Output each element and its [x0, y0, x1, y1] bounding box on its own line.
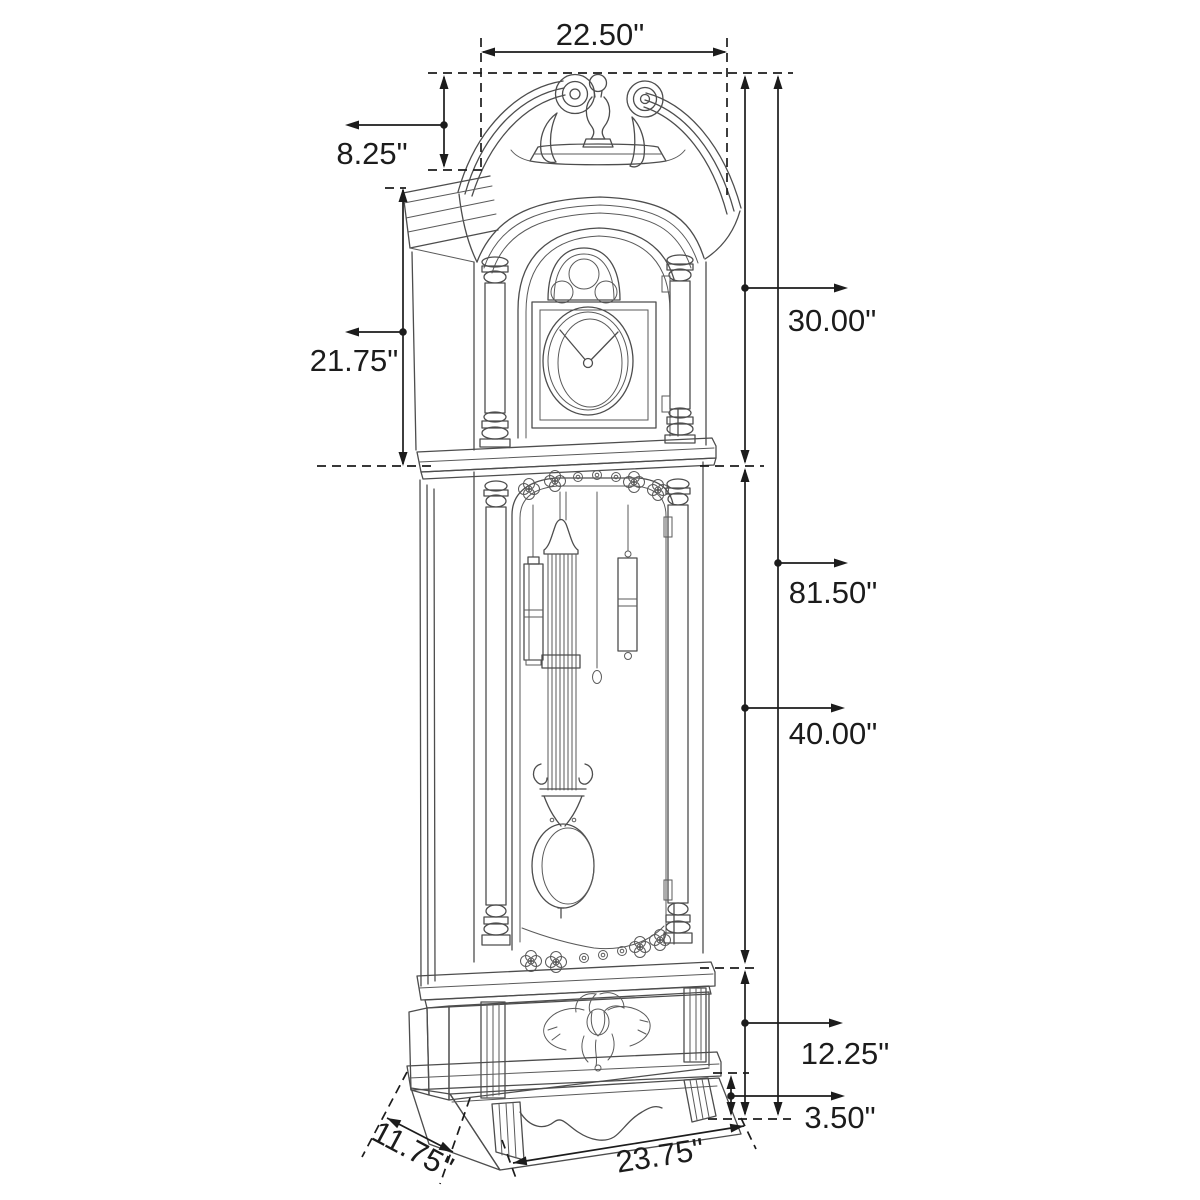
dim-base-depth: 11.75" [366, 1114, 459, 1185]
dim-plinth-height: 3.50" [726, 1075, 876, 1135]
carved-flower [543, 992, 651, 1072]
base-left-side [408, 1007, 430, 1096]
dim-label-base-height: 12.25" [801, 1036, 890, 1071]
plinth [406, 1051, 742, 1171]
dim-pediment-width: 22.50" [481, 17, 727, 57]
dim-upper-section-height: 30.00" [740, 75, 877, 464]
dim-label-crown-height: 8.25" [336, 136, 407, 171]
dim-overall-height: 81.50" [773, 75, 878, 1116]
moon-dial [547, 247, 621, 304]
plinth-left-post [491, 1101, 525, 1161]
dim-base-height: 12.25" [740, 970, 890, 1116]
right-scroll [626, 80, 742, 215]
dim-label-hood-height: 21.75" [310, 343, 399, 378]
dim-label-waist-height: 40.00" [789, 716, 878, 751]
hood-shelf [416, 437, 717, 480]
dim-label-overall-height: 81.50" [789, 575, 878, 610]
extension-lines [317, 38, 793, 1185]
apron-scallop [519, 1105, 663, 1141]
dim-label-base-width: 23.75" [613, 1131, 706, 1179]
hood-door-hinges [661, 275, 671, 413]
base [406, 961, 742, 1171]
bottom-rosettes [520, 929, 671, 973]
pediment-left-edge [458, 193, 478, 263]
hood-cornice [402, 175, 499, 263]
hood-left-column [479, 256, 511, 448]
waist [419, 461, 704, 987]
dim-waist-height: 40.00" [740, 468, 878, 964]
hood-door[interactable] [517, 227, 679, 439]
hour-hand [559, 329, 589, 364]
plinth-front [449, 1077, 742, 1171]
left-weight [523, 556, 544, 666]
waist-left-column [481, 480, 511, 946]
base-right-pilaster [683, 987, 707, 1063]
dim-label-pediment-width: 22.50" [556, 17, 645, 52]
right-weight [617, 550, 638, 660]
waist-right-column [663, 478, 693, 944]
waist-left-side [419, 471, 475, 987]
dimension-annotations: 22.50" 8.25" 21.75" [310, 17, 890, 1185]
bonnet-arch [476, 196, 705, 274]
dim-label-upper-section-height: 30.00" [788, 303, 877, 338]
minute-hand [587, 331, 619, 364]
top-rosettes [518, 470, 669, 501]
pediment-right-edge [704, 210, 741, 260]
chain-ring [592, 670, 602, 684]
pediment [457, 73, 742, 263]
pendulum [531, 518, 595, 919]
hood-right-column [664, 254, 696, 444]
dim-label-plinth-height: 3.50" [804, 1100, 875, 1135]
dim-label-base-depth: 11.75" [366, 1114, 459, 1185]
finial [510, 73, 686, 166]
dim-base-width: 23.75" [512, 1123, 745, 1180]
weights-and-pendulum [523, 491, 638, 919]
hands-center [582, 357, 594, 369]
base-left-pilaster [480, 1001, 506, 1099]
dim-crown-height: 8.25" [336, 75, 449, 171]
hood-body [411, 227, 717, 480]
clock-face [531, 301, 657, 429]
plinth-right-post [683, 1077, 717, 1123]
left-scroll [457, 73, 596, 197]
dim-hood-height: 21.75" [310, 188, 408, 466]
waist-door-hinges [663, 516, 673, 901]
clock-drawing [402, 73, 742, 1171]
